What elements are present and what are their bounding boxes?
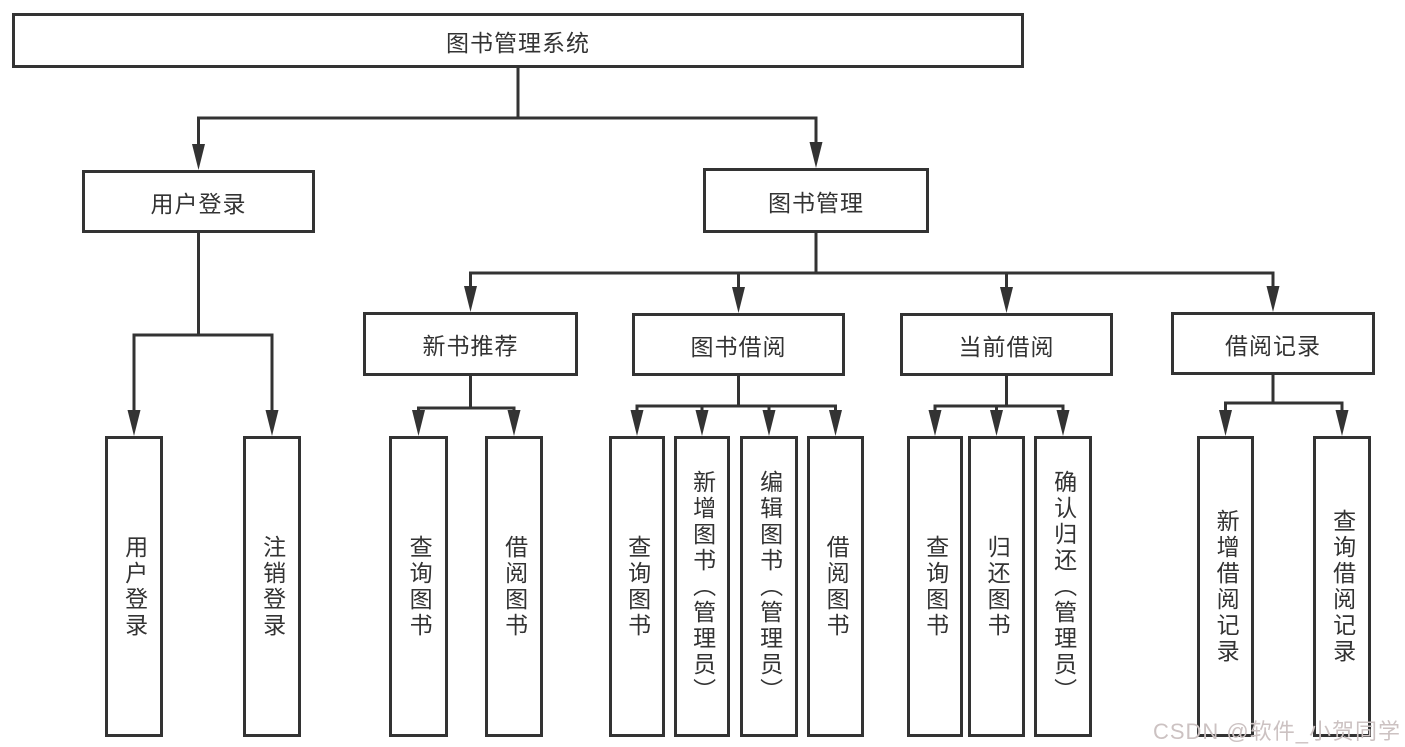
leaf-query-book-1: 查询图书 <box>389 436 448 737</box>
node-current-borrow: 当前借阅 <box>900 313 1113 376</box>
leaf-user-login: 用户登录 <box>105 436 163 737</box>
node-book-borrow-label: 图书借阅 <box>690 333 787 360</box>
leaf-query-book-3-label: 查询图书 <box>922 534 949 639</box>
node-root: 图书管理系统 <box>12 13 1024 68</box>
leaf-query-book-2: 查询图书 <box>609 436 665 737</box>
leaf-logout-label: 注销登录 <box>259 534 286 639</box>
leaf-return-book: 归还图书 <box>968 436 1025 737</box>
leaf-borrow-book-1-label: 借阅图书 <box>501 534 528 639</box>
node-new-book-recommend: 新书推荐 <box>363 312 578 376</box>
leaf-query-book-2-label: 查询图书 <box>624 534 651 639</box>
leaf-confirm-return-admin-label: 确认归还（管理员） <box>1050 469 1077 704</box>
node-new-book-recommend-label: 新书推荐 <box>422 333 519 359</box>
node-book-borrow: 图书借阅 <box>632 313 845 376</box>
node-root-label: 图书管理系统 <box>446 29 590 56</box>
csdn-watermark: CSDN @软件_小贺同学 <box>1152 719 1401 744</box>
leaf-query-book-3: 查询图书 <box>907 436 963 737</box>
leaf-add-book-admin-label: 新增图书（管理员） <box>689 469 716 704</box>
leaf-edit-book-admin-label: 编辑图书（管理员） <box>756 469 783 704</box>
leaf-query-borrow-record-label: 查询借阅记录 <box>1329 508 1356 665</box>
node-book-management-label: 图书管理 <box>768 189 864 216</box>
leaf-borrow-book-2-label: 借阅图书 <box>823 534 850 639</box>
leaf-user-login-label: 用户登录 <box>121 534 148 639</box>
node-user-login-label: 用户登录 <box>150 190 247 217</box>
leaf-borrow-book-2: 借阅图书 <box>807 436 864 737</box>
node-borrow-record: 借阅记录 <box>1171 312 1375 375</box>
leaf-add-borrow-record-label: 新增借阅记录 <box>1213 508 1240 665</box>
node-book-management: 图书管理 <box>703 168 929 233</box>
leaf-query-borrow-record: 查询借阅记录 <box>1313 436 1371 737</box>
node-borrow-record-label: 借阅记录 <box>1225 332 1321 359</box>
node-current-borrow-label: 当前借阅 <box>958 333 1055 360</box>
leaf-confirm-return-admin: 确认归还（管理员） <box>1034 436 1092 737</box>
leaf-logout: 注销登录 <box>243 436 301 737</box>
leaf-edit-book-admin: 编辑图书（管理员） <box>740 436 798 737</box>
leaf-borrow-book-1: 借阅图书 <box>485 436 543 737</box>
leaf-query-book-1-label: 查询图书 <box>406 534 433 639</box>
leaf-add-borrow-record: 新增借阅记录 <box>1197 436 1254 737</box>
leaf-add-book-admin: 新增图书（管理员） <box>674 436 730 737</box>
leaf-return-book-label: 归还图书 <box>984 534 1011 639</box>
node-user-login: 用户登录 <box>82 170 315 233</box>
